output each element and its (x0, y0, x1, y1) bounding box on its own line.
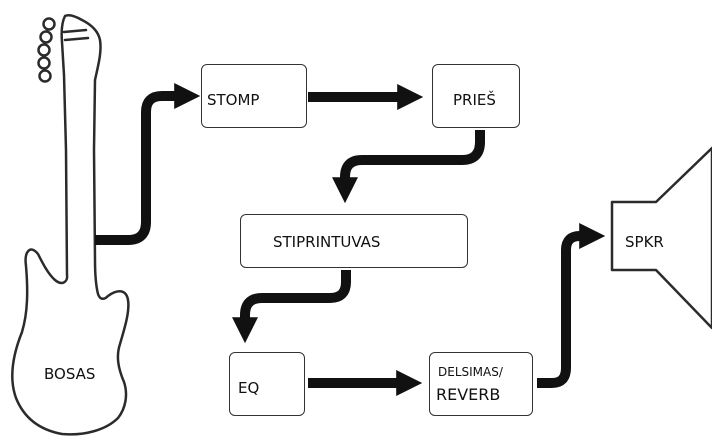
eq-label: EQ (238, 379, 260, 397)
bass-guitar-icon (10, 13, 130, 436)
pre-box: PRIEŠ (432, 64, 520, 128)
speaker-icon (610, 146, 712, 330)
delay-label-line2: REVERB (436, 385, 501, 404)
pre-label: PRIEŠ (453, 91, 496, 109)
stomp-label: STOMP (207, 91, 260, 109)
amp-label: STIPRINTUVAS (273, 233, 381, 251)
delay-reverb-box: DELSIMAS/ REVERB (429, 352, 533, 416)
eq-box: EQ (229, 352, 305, 416)
delay-label-line1: DELSIMAS/ (438, 365, 503, 379)
arrow-bass-to-stomp (95, 83, 201, 245)
speaker-label: SPKR (625, 233, 664, 251)
arrow-amp-to-eq (232, 270, 351, 344)
amp-box: STIPRINTUVAS (240, 214, 468, 268)
arrow-delay-to-speaker (537, 223, 606, 388)
stomp-box: STOMP (201, 64, 307, 128)
bass-label: BOSAS (44, 365, 96, 383)
arrow-pre-to-amp (332, 130, 485, 204)
